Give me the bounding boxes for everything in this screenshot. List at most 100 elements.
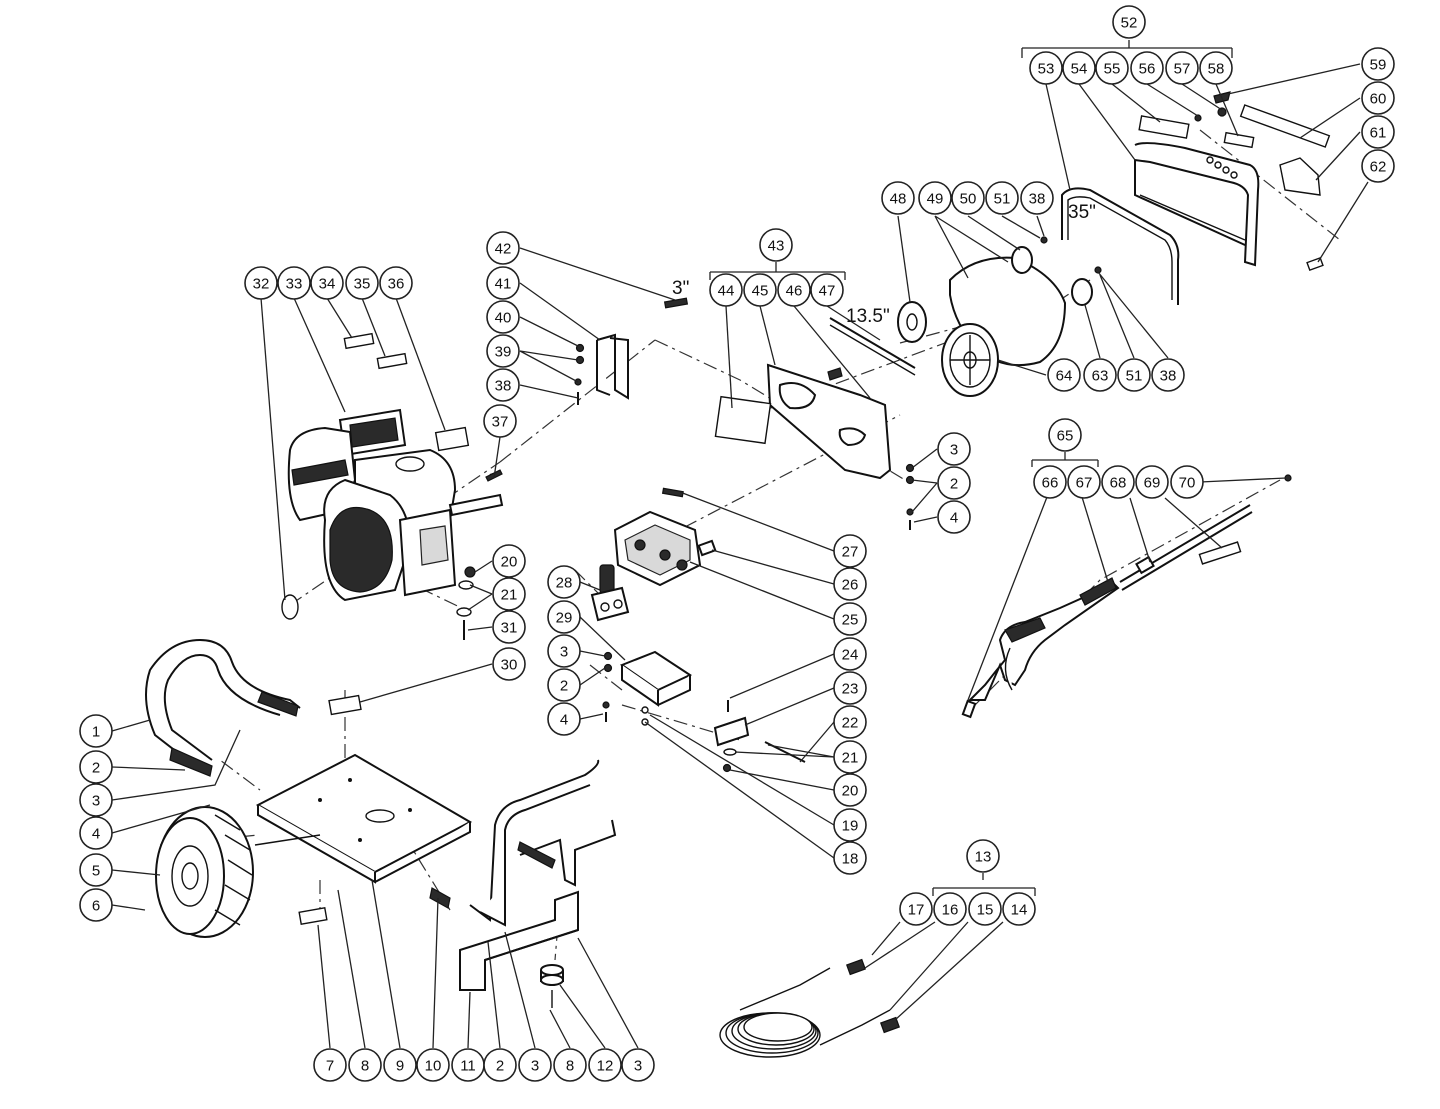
callout-number: 38	[1029, 191, 1046, 208]
callout-circle	[1029, 51, 1063, 85]
callout-circle	[759, 228, 793, 262]
callout-number: 59	[1370, 57, 1387, 74]
callout-38: 38	[486, 368, 520, 402]
callout-number: 4	[560, 712, 568, 729]
callout-circle	[743, 273, 777, 307]
callout-circle	[833, 740, 867, 774]
callout-37: 37	[483, 404, 517, 438]
callout-51: 51	[985, 181, 1019, 215]
callout-circle	[881, 181, 915, 215]
callout-53: 53	[1029, 51, 1063, 85]
callout-15: 15	[968, 892, 1002, 926]
callout-number: 23	[842, 681, 859, 698]
callout-circle	[483, 404, 517, 438]
callout-32: 32	[244, 266, 278, 300]
callout-number: 17	[908, 902, 925, 919]
callout-14: 14	[1002, 892, 1036, 926]
callout-number: 60	[1370, 91, 1387, 108]
callout-circle	[810, 273, 844, 307]
callout-circle	[933, 892, 967, 926]
callout-circle	[1199, 51, 1233, 85]
callout-33: 33	[277, 266, 311, 300]
callout-54: 54	[1062, 51, 1096, 85]
callout-circle	[1067, 465, 1101, 499]
callout-circle	[833, 773, 867, 807]
callout-42: 42	[486, 231, 520, 265]
callout-2: 2	[483, 1048, 517, 1082]
belt-guard-cover	[1061, 91, 1331, 305]
callout-36: 36	[379, 266, 413, 300]
callout-59: 59	[1361, 47, 1395, 81]
callout-circle	[937, 432, 971, 466]
pulley-system	[897, 236, 1102, 397]
callout-number: 62	[1370, 159, 1387, 176]
callout-number: 46	[786, 283, 803, 300]
engine-mount-hardware	[456, 566, 476, 640]
callout-number: 9	[396, 1058, 404, 1075]
callout-56: 56	[1130, 51, 1164, 85]
callout-circle	[1361, 81, 1395, 115]
callout-65: 65	[1048, 418, 1082, 452]
bracket-41	[485, 297, 689, 482]
callout-number: 66	[1042, 475, 1059, 492]
dimension-frame-bar: 35"	[1068, 202, 1096, 223]
callout-circle	[1101, 465, 1135, 499]
rubber-foot	[540, 964, 564, 1008]
callout-number: 38	[1160, 368, 1177, 385]
callout-number: 39	[495, 344, 512, 361]
callout-27: 27	[833, 534, 867, 568]
decal-7	[298, 907, 328, 925]
callout-circle	[79, 888, 113, 922]
decal-32	[281, 594, 299, 620]
callout-30: 30	[492, 647, 526, 681]
callout-number: 44	[718, 283, 735, 300]
callout-circle	[79, 853, 113, 887]
callout-circle	[547, 668, 581, 702]
callout-number: 43	[768, 238, 785, 255]
callout-number: 13	[975, 849, 992, 866]
callout-number: 22	[842, 715, 859, 732]
callout-20: 20	[492, 544, 526, 578]
callout-number: 65	[1057, 428, 1074, 445]
callout-circle	[553, 1048, 587, 1082]
callout-number: 2	[560, 678, 568, 695]
callout-number: 48	[890, 191, 907, 208]
callout-25: 25	[833, 602, 867, 636]
callout-number: 50	[960, 191, 977, 208]
plate-hardware	[905, 463, 915, 530]
callout-29: 29	[547, 600, 581, 634]
callout-number: 10	[425, 1058, 442, 1075]
callout-18: 18	[833, 841, 867, 875]
callout-circle	[1130, 51, 1164, 85]
callout-circle	[492, 544, 526, 578]
callout-circle	[1033, 465, 1067, 499]
callout-12: 12	[588, 1048, 622, 1082]
callout-number: 58	[1208, 61, 1225, 78]
decal-36	[434, 426, 470, 452]
callout-circle	[348, 1048, 382, 1082]
callout-circle	[937, 500, 971, 534]
callout-41: 41	[486, 266, 520, 300]
callout-13: 13	[966, 839, 1000, 873]
callout-number: 24	[842, 647, 859, 664]
callout-number: 32	[253, 276, 270, 293]
engine	[287, 408, 504, 602]
callout-circle	[621, 1048, 655, 1082]
callout-circle	[899, 892, 933, 926]
callout-number: 49	[927, 191, 944, 208]
callout-circle	[1117, 358, 1151, 392]
callout-number: 47	[819, 283, 836, 300]
callout-circle	[79, 816, 113, 850]
callout-number: 16	[942, 902, 959, 919]
callout-circle	[547, 600, 581, 634]
decal-44	[714, 395, 772, 445]
callout-circle	[416, 1048, 450, 1082]
callout-number: 52	[1121, 15, 1138, 32]
callout-11: 11	[451, 1048, 485, 1082]
callout-number: 42	[495, 241, 512, 258]
callout-44: 44	[709, 273, 743, 307]
callout-4: 4	[937, 500, 971, 534]
callout-circle	[486, 300, 520, 334]
callout-circle	[310, 266, 344, 300]
